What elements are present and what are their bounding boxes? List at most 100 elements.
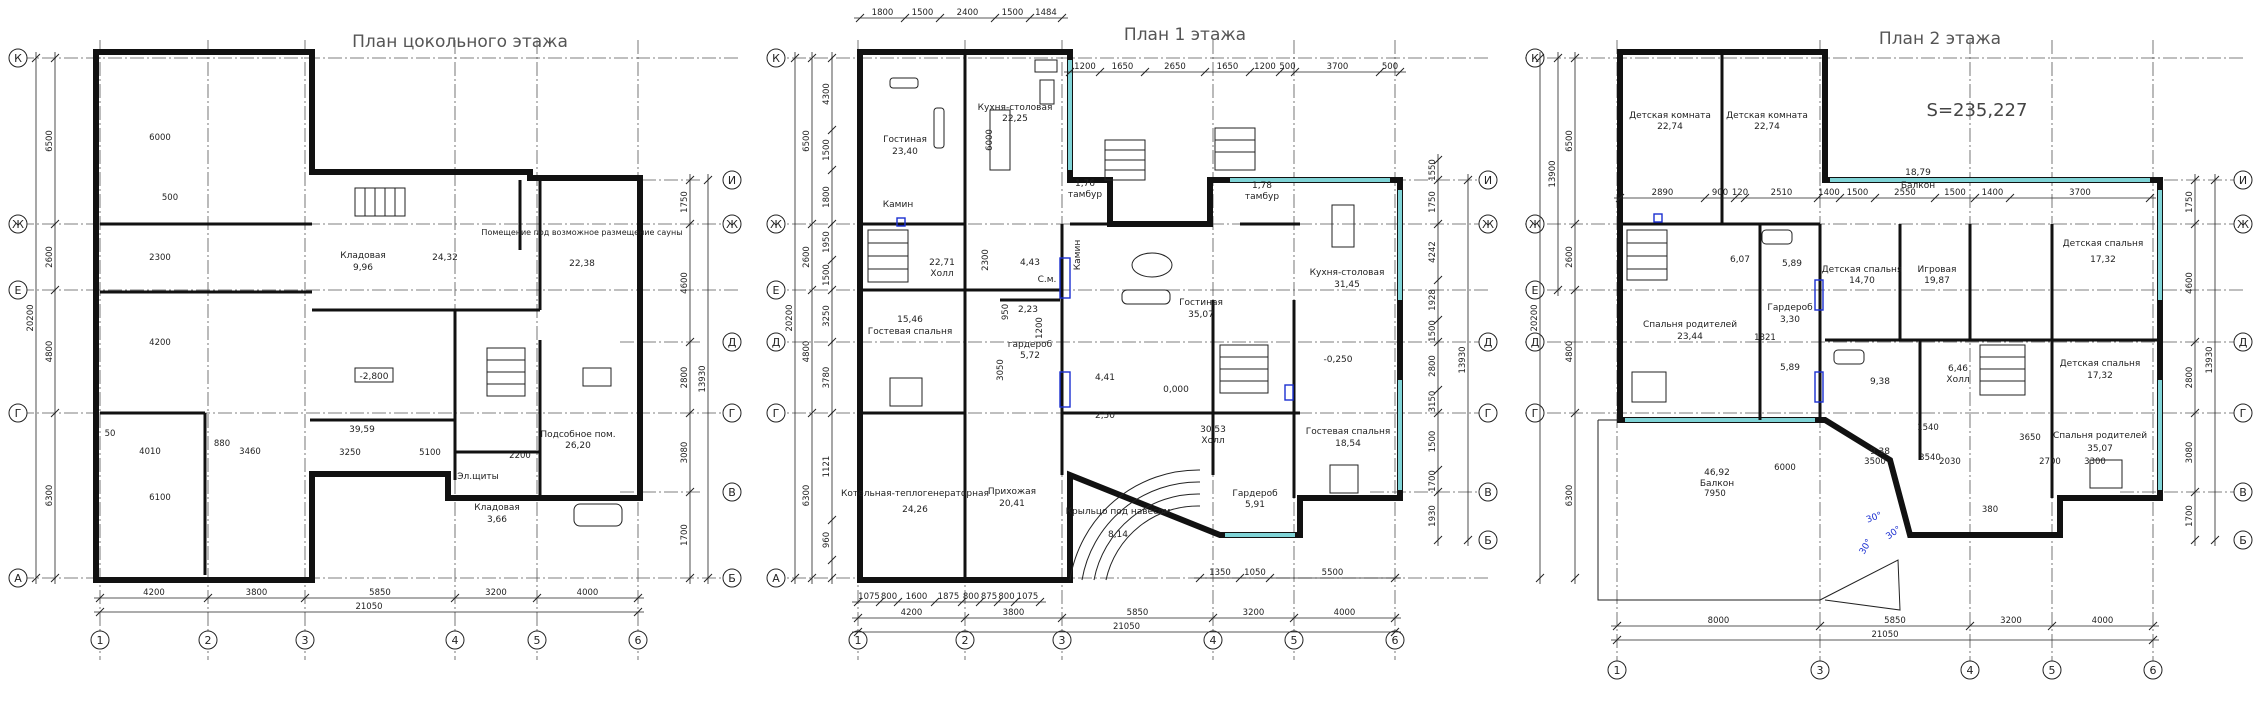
bottom-dim-a-tick	[993, 597, 1003, 607]
top-dim-tick	[2005, 193, 2015, 203]
furniture-sofa	[573, 503, 623, 527]
svg-text:Спальня родителей: Спальня родителей	[1643, 320, 1737, 330]
right-dim-value: 4242	[1428, 241, 1438, 263]
room-name: Помещение под возможное размещение сауны	[481, 228, 682, 237]
bottom-dim-tick	[532, 593, 542, 603]
svg-text:3,30: 3,30	[1780, 315, 1800, 325]
right-dim-tick	[1433, 385, 1443, 395]
total-area: S=235,227	[1927, 100, 2028, 121]
axis-grid	[770, 40, 1490, 660]
axis-grid	[1525, 40, 2245, 670]
bottom-dim-value: 5850	[1884, 616, 1906, 626]
row-axis-label: Г	[1532, 407, 1539, 420]
row-axis-bubble	[8, 568, 28, 588]
right-axis-label: И	[2239, 174, 2247, 187]
svg-text:18,54: 18,54	[1335, 439, 1361, 449]
right-dim-value: 1700	[680, 524, 690, 546]
right-axis-bubble	[2233, 530, 2253, 550]
row-axis-label: Д	[1531, 336, 1540, 349]
right-dim-tick	[1433, 219, 1443, 229]
right-dim-tick	[1433, 337, 1443, 347]
furniture-desk	[582, 367, 612, 387]
bottom-total-value: 21050	[355, 602, 382, 612]
col-axis-label: 3	[1817, 664, 1824, 677]
svg-text:Гостиная: Гостиная	[883, 135, 927, 145]
svg-text:Балкон: Балкон	[1901, 181, 1935, 191]
room-area: 39,59	[349, 425, 375, 435]
row-axis-label: Е	[1532, 284, 1539, 297]
row-axis-label: А	[772, 572, 780, 585]
plan-first-floor: План 1 этажа	[766, 8, 1498, 660]
col-axis-label: 1	[97, 634, 104, 647]
top-dim-tick	[1700, 193, 1710, 203]
top-dim-tick	[990, 13, 1000, 23]
svg-text:22,25: 22,25	[1002, 114, 1028, 124]
svg-text:8,14: 8,14	[1108, 530, 1128, 540]
svg-text:Детская комната: Детская комната	[1726, 111, 1808, 121]
left-dim-tick	[827, 408, 837, 418]
right-axis-bubble	[1478, 214, 1498, 234]
top-dim-tick	[1970, 193, 1980, 203]
row-axis-label: Е	[15, 284, 22, 297]
svg-text:30,53: 30,53	[1200, 425, 1226, 435]
room-area: 24,32	[432, 253, 458, 263]
porch-dim-value: 1050	[1244, 568, 1266, 578]
right-axis-bubble	[2233, 170, 2253, 190]
top-dim2-value: 500	[1279, 62, 1295, 72]
porch-dim-value: 5500	[1322, 568, 1344, 578]
right-axis-label: Б	[1484, 534, 1492, 547]
left-dim-tick	[50, 53, 60, 63]
left-dim-tick	[1570, 285, 1580, 295]
top-dim-value: 1800	[872, 8, 894, 18]
svg-text:гардероб: гардероб	[1008, 340, 1053, 350]
top-dim-tick	[935, 13, 945, 23]
svg-text:6,07: 6,07	[1730, 255, 1750, 265]
left-dim-value: 4300	[822, 83, 832, 105]
bottom-dim-b-tick	[1208, 613, 1218, 623]
top-dim-value: 1500	[1002, 8, 1024, 18]
svg-text:1,76: 1,76	[1075, 179, 1095, 189]
right-dim-value: 2800	[680, 367, 690, 389]
col-axis-bubble	[198, 630, 218, 650]
furniture	[889, 59, 1359, 494]
col-axis-bubble	[1052, 630, 1072, 650]
porch-dim-tick	[1195, 573, 1205, 583]
svg-text:9,38: 9,38	[1870, 447, 1890, 457]
svg-text:4,43: 4,43	[1020, 258, 1040, 268]
right-axis-label: В	[1484, 486, 1492, 499]
inner-dim: 5100	[419, 448, 441, 458]
left-total-value: 20200	[26, 304, 36, 331]
svg-text:Холл: Холл	[1946, 375, 1969, 385]
svg-text:Детская комната: Детская комната	[1629, 111, 1711, 121]
svg-text:Балкон: Балкон	[1700, 479, 1734, 489]
stairs	[867, 127, 1269, 394]
right-axis-label: Ж	[726, 218, 738, 231]
row-axis-bubble	[766, 568, 786, 588]
col-axis-label: 3	[1059, 634, 1066, 647]
top-dim-value: 1500	[912, 8, 934, 18]
plan-title: План 2 этажа	[1879, 29, 2001, 49]
svg-text:18,79: 18,79	[1905, 168, 1931, 178]
room-labels: Кладовая 9,96 24,32 Помещение под возмож…	[340, 228, 682, 525]
bottom-dim-a-value: 800	[998, 592, 1014, 602]
bottom-total-tick	[2148, 635, 2158, 645]
right-axis-label: Г	[2240, 407, 2247, 420]
inner-dim: 3500	[1864, 457, 1886, 467]
right-axis-label: Д	[1484, 336, 1493, 349]
left-total-tick	[1553, 53, 1563, 63]
left-dim-value: 6500	[45, 130, 55, 152]
top-dim-tick	[1057, 13, 1067, 23]
bottom-dim-tick	[203, 593, 213, 603]
left-dim-b-value: 2600	[802, 246, 812, 268]
left-dim-tick	[827, 515, 837, 525]
top-dim-tick	[900, 13, 910, 23]
left-dim-tick	[827, 337, 837, 347]
svg-text:5,89: 5,89	[1782, 259, 1802, 269]
right-axis-bubble	[1478, 482, 1498, 502]
inner-dim: 2030	[1939, 457, 1961, 467]
inner-dim: 1321	[1754, 333, 1776, 343]
